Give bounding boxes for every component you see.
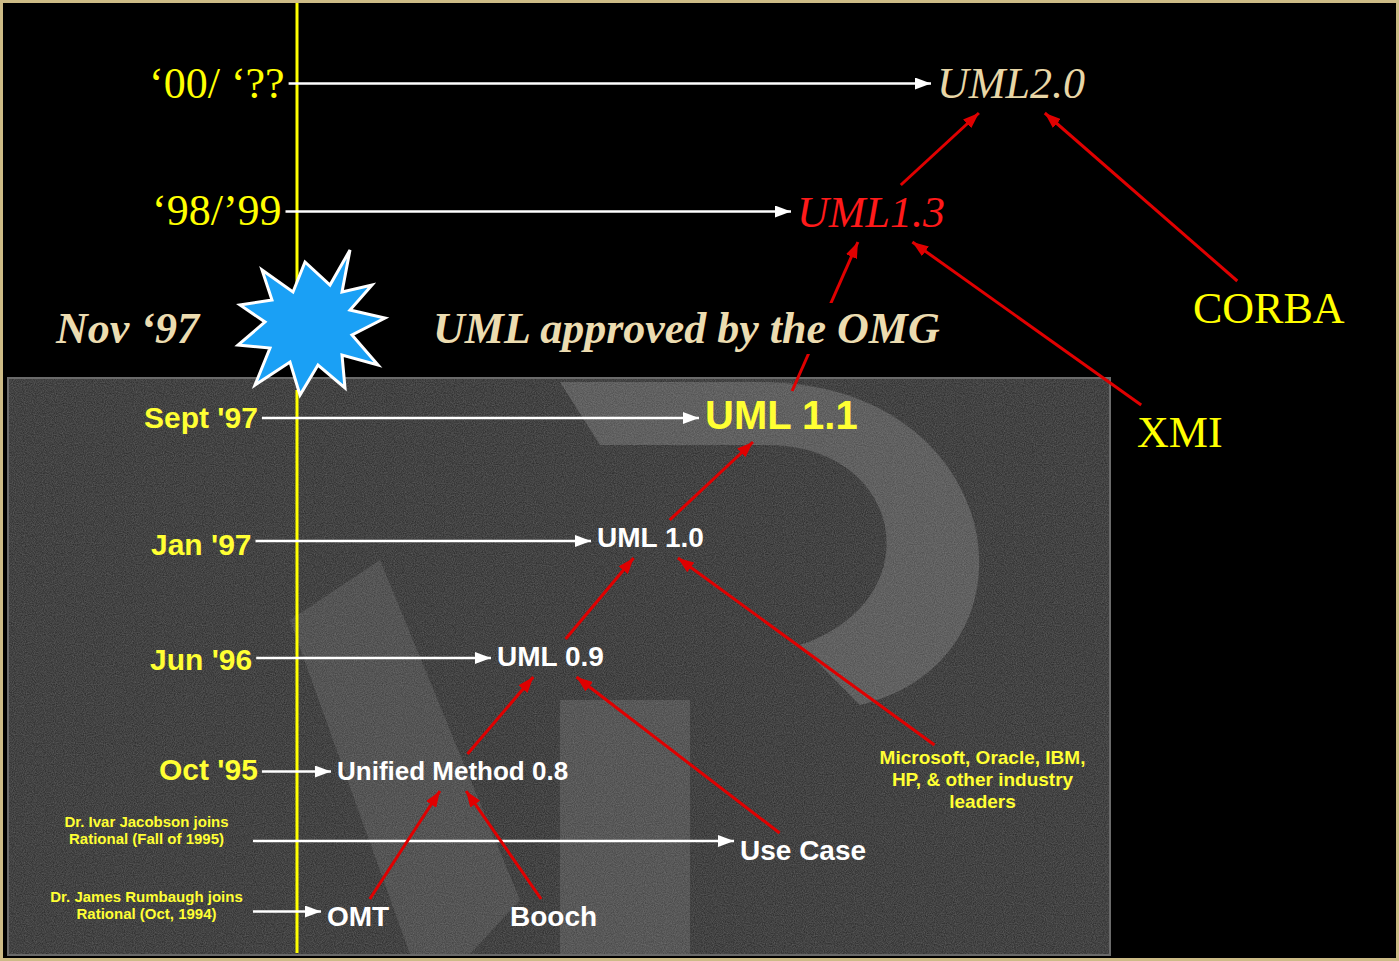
milestone-caption-text: UML approved by the OMG: [433, 304, 940, 353]
version-label: UML2.0: [937, 58, 1085, 109]
version-label-text: UML 1.1: [705, 393, 858, 437]
method-label-text: Booch: [510, 901, 597, 932]
version-label-text: UML 1.0: [597, 522, 704, 553]
derivation-arrow: [566, 558, 634, 639]
timeline-date-text: Oct '95: [159, 753, 258, 786]
version-label-text: UML1.3: [797, 188, 945, 237]
milestone-date: Nov ‘97: [50, 303, 205, 354]
method-label: Booch: [510, 901, 597, 933]
method-label-text: Use Case: [740, 835, 866, 866]
version-label: UML1.3: [797, 187, 945, 238]
derivation-arrow: [577, 677, 780, 833]
version-label: UML 1.1: [705, 393, 858, 438]
standard-label: CORBA: [1193, 283, 1345, 334]
timeline-arrow: [256, 540, 592, 543]
timeline-arrow: [253, 910, 321, 913]
version-label: UML 0.9: [497, 641, 604, 673]
milestone-date-text: Nov ‘97: [56, 304, 199, 353]
starburst: [238, 250, 385, 395]
timeline-arrow: [262, 770, 331, 773]
derivation-arrow: [678, 558, 935, 745]
standard-label-text: XMI: [1137, 408, 1223, 457]
event-note: Dr. James Rumbaugh joins Rational (Oct, …: [44, 888, 249, 922]
timeline-arrow: [262, 417, 699, 420]
version-label: UML 1.0: [597, 522, 704, 554]
standard-label: XMI: [1137, 407, 1223, 458]
timeline-date-text: Sept '97: [144, 401, 258, 434]
method-label: Use Case: [740, 835, 866, 867]
version-label-text: UML 0.9: [497, 641, 604, 672]
timeline-arrow: [256, 657, 491, 660]
event-note-text: Dr. James Rumbaugh joins Rational (Oct, …: [50, 888, 243, 922]
timeline-date: ‘00/ ‘??: [149, 58, 285, 109]
contributor-note-text: Microsoft, Oracle, IBM, HP, & other indu…: [880, 747, 1086, 812]
timeline-date-text: ‘98/’99: [152, 186, 282, 235]
timeline-date: Jan '97: [151, 528, 252, 562]
derivation-arrow: [670, 442, 753, 520]
timeline-date: ‘98/’99: [152, 185, 282, 236]
method-label: OMT: [327, 901, 389, 933]
timeline-date: Sept '97: [144, 401, 258, 435]
version-label-text: Unified Method 0.8: [337, 756, 568, 786]
derivation-arrow: [466, 791, 541, 899]
event-note: Dr. Ivar Jacobson joins Rational (Fall o…: [44, 813, 249, 847]
panel-texture: [9, 379, 1109, 954]
derivation-arrow: [912, 242, 1141, 405]
timeline-date-text: ‘00/ ‘??: [149, 59, 285, 108]
timeline-date: Oct '95: [159, 753, 258, 787]
timeline-date: Jun '96: [150, 643, 252, 677]
photo-panel: [8, 378, 1110, 955]
timeline-arrow: [253, 840, 734, 843]
timeline-arrow: [286, 210, 792, 213]
timeline-date-text: Jan '97: [151, 528, 252, 561]
timeline-arrow: [289, 82, 931, 85]
version-label-text: UML2.0: [937, 59, 1085, 108]
version-label: Unified Method 0.8: [337, 756, 568, 787]
method-label-text: OMT: [327, 901, 389, 932]
derivation-arrow: [901, 113, 979, 185]
contributor-note: Microsoft, Oracle, IBM, HP, & other indu…: [870, 747, 1095, 813]
derivation-arrow: [1045, 113, 1238, 281]
event-note-text: Dr. Ivar Jacobson joins Rational (Fall o…: [64, 813, 228, 847]
timeline-axis: [296, 390, 299, 953]
standard-label-text: CORBA: [1193, 284, 1345, 333]
timeline-date-text: Jun '96: [150, 643, 252, 676]
milestone-caption: UML approved by the OMG: [427, 303, 946, 354]
derivation-arrow: [468, 677, 534, 754]
derivation-arrow: [370, 791, 440, 899]
